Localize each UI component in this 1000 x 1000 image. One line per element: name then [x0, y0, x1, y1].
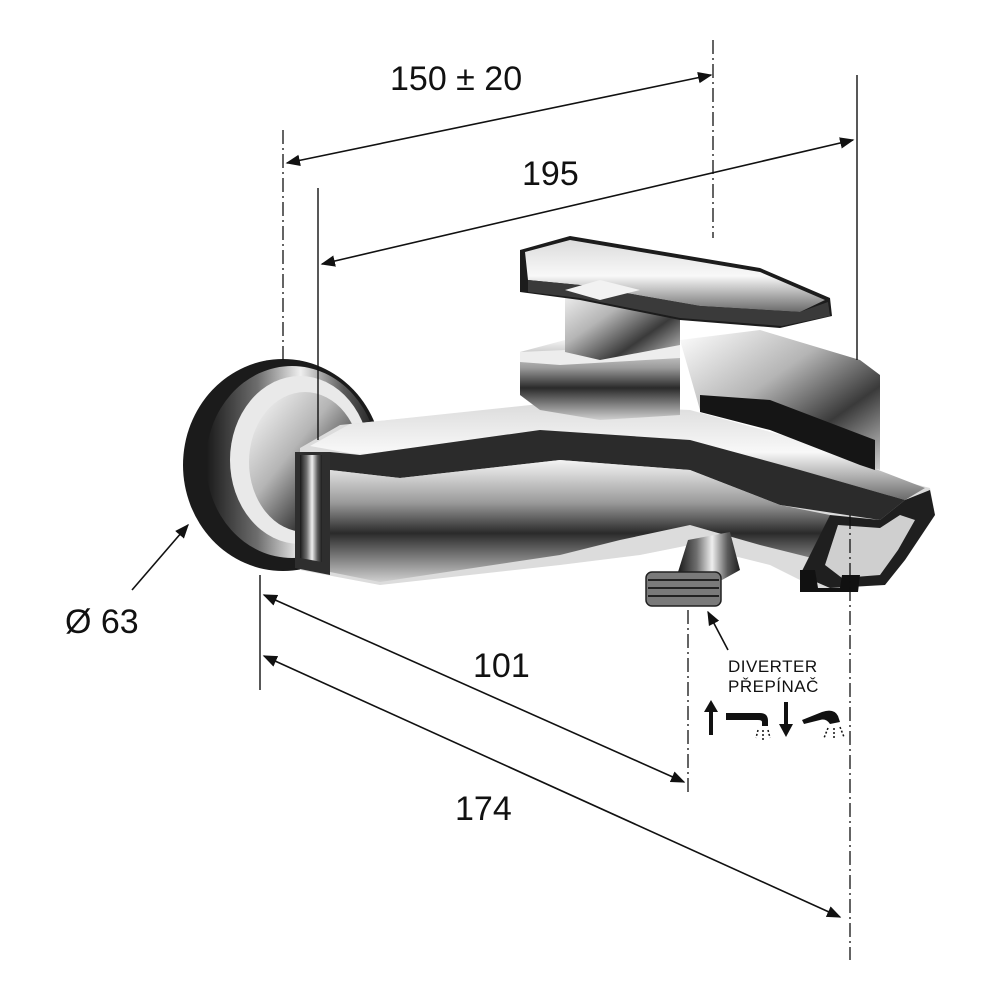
- diverter-outlet: [645, 532, 740, 607]
- diverter-leader: [707, 610, 729, 651]
- dimension-label-outlet-offset: 101: [473, 647, 530, 685]
- diverter-legend: DIVERTER PŘEPÍNAČ: [704, 657, 845, 740]
- mixer-body: [295, 330, 935, 592]
- dimension-labels: 150 ± 20 195 Ø 63 101 174: [65, 60, 579, 828]
- dimension-line-outlet-offset: [262, 594, 686, 783]
- dimension-label-spout-reach: 174: [455, 790, 512, 828]
- tub-spout-icon: [726, 713, 771, 740]
- dimension-label-overall-depth: 195: [522, 155, 579, 193]
- dimension-label-diameter: Ø 63: [65, 603, 139, 641]
- dimension-line-spout-reach: [262, 655, 842, 918]
- diverter-label-en: DIVERTER: [728, 657, 818, 676]
- dimension-label-top-width: 150 ± 20: [390, 60, 522, 98]
- hand-shower-icon: [802, 710, 845, 740]
- dimension-line-overall-depth: [320, 137, 855, 267]
- dimension-lines: [131, 71, 855, 918]
- diameter-leader: [131, 523, 189, 591]
- arrow-up-icon: [704, 700, 718, 735]
- diverter-label-cz: PŘEPÍNAČ: [728, 677, 819, 696]
- faucet-illustration: [183, 236, 935, 607]
- arrow-down-icon: [779, 702, 793, 737]
